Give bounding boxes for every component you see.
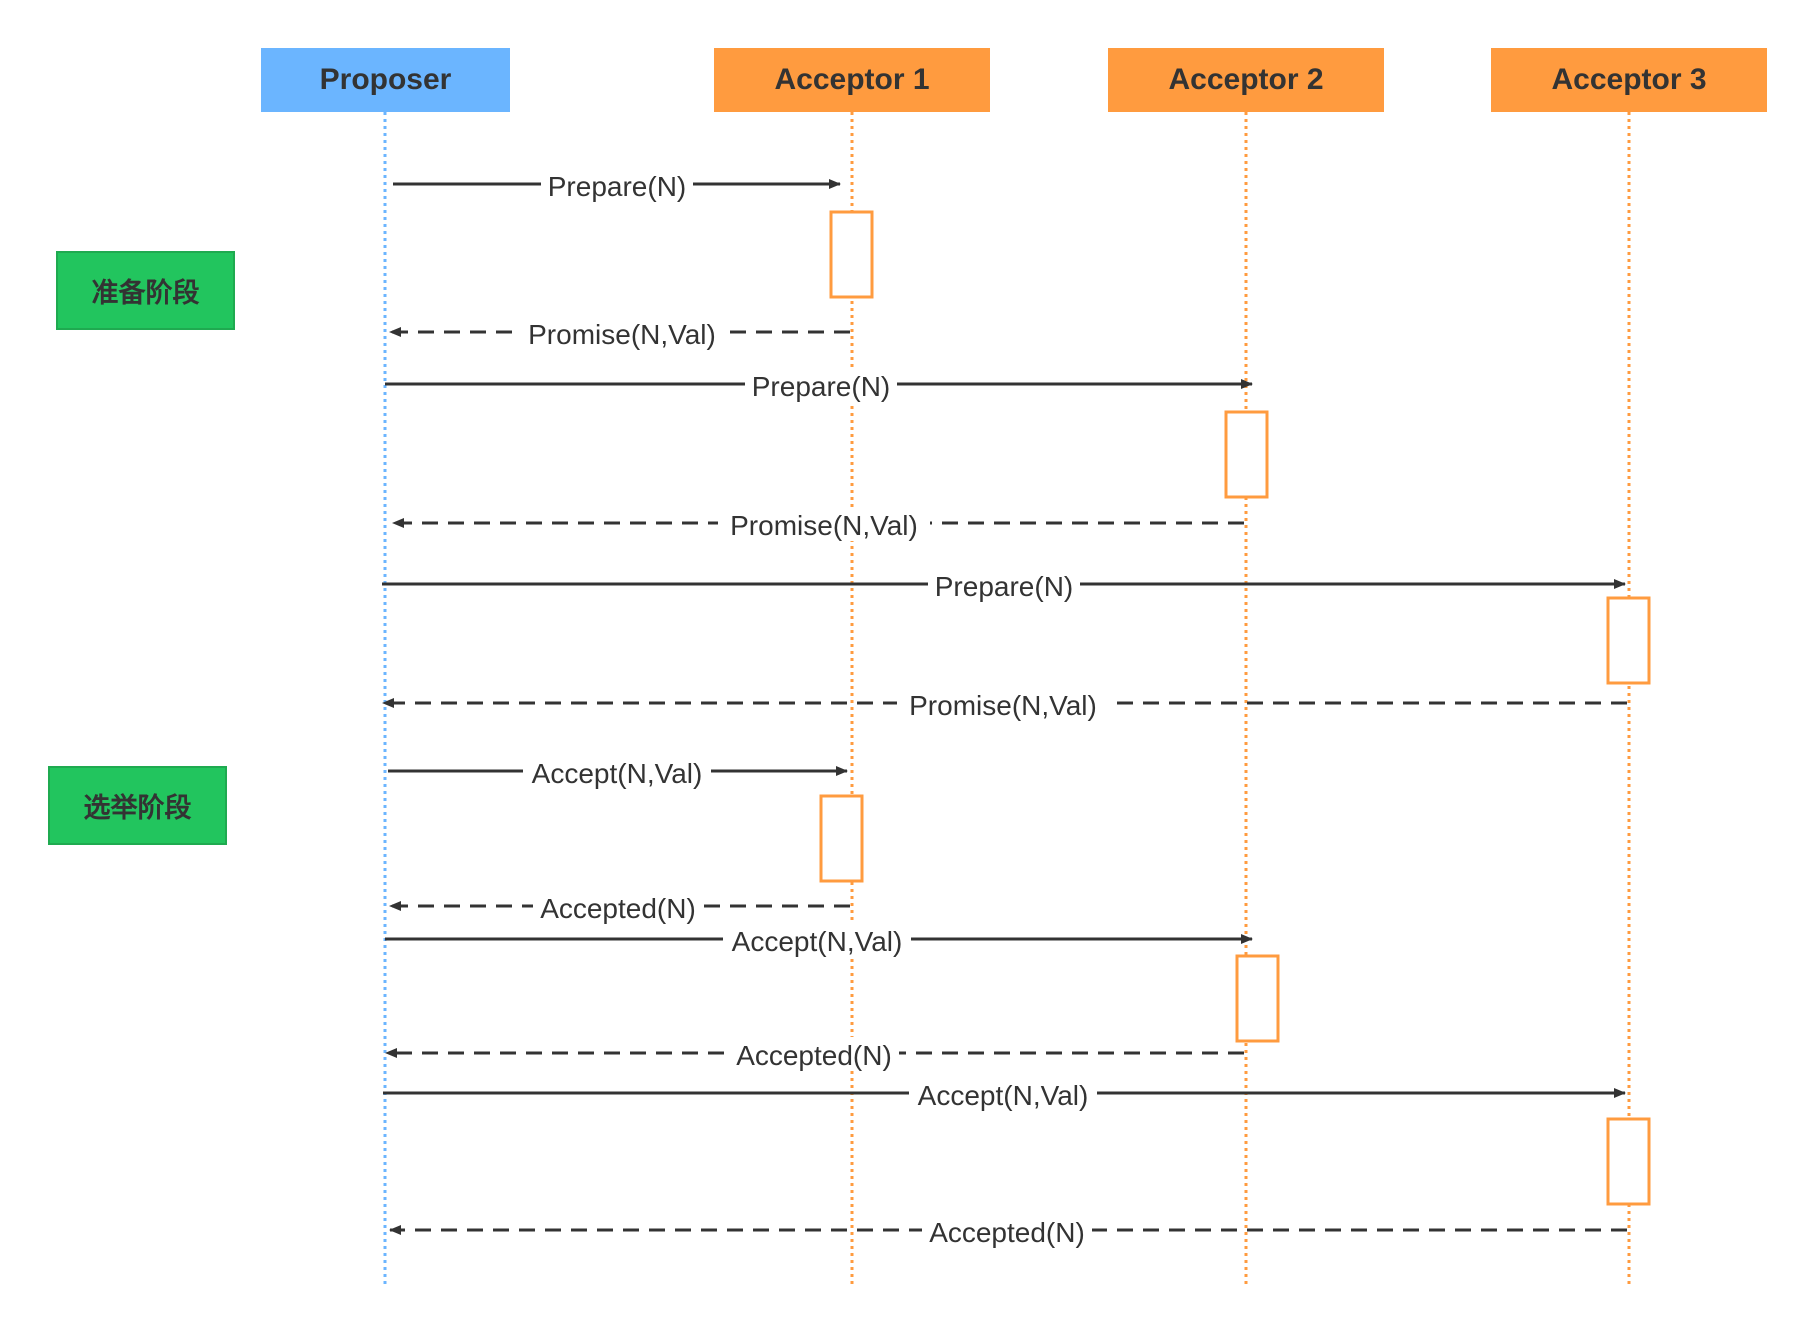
message-label: Accepted(N): [736, 1040, 892, 1071]
message-label: Accept(N,Val): [532, 758, 703, 789]
message-label-bg: [523, 755, 711, 789]
participant-proposer-label: Proposer: [319, 63, 452, 96]
participant-proposer: Proposer: [261, 48, 510, 112]
activation-box: [829, 210, 874, 299]
message-label-bg: [922, 1214, 1092, 1248]
message-label: Accept(N,Val): [732, 926, 903, 957]
activation-box: [1224, 410, 1269, 499]
message-label: Promise(N,Val): [528, 319, 716, 350]
phase-election-label: 选举阶段: [83, 793, 192, 824]
activation-box: [1235, 954, 1280, 1043]
message-label: Prepare(N): [548, 171, 686, 202]
message-label: Promise(N,Val): [730, 510, 918, 541]
message-label-bg: [909, 1077, 1097, 1111]
phase-prepare-label: 准备阶段: [91, 278, 200, 309]
message-label-bg: [928, 568, 1080, 602]
message-label: Accept(N,Val): [918, 1080, 1089, 1111]
message-label-bg: [541, 168, 693, 202]
message-label-bg: [718, 507, 930, 541]
participant-acceptor-1-label: Acceptor 1: [774, 63, 930, 96]
activation-box: [819, 794, 864, 883]
participant-acceptor-2: Acceptor 2: [1108, 48, 1384, 112]
phase-prepare: 准备阶段: [56, 251, 235, 330]
phase-election: 选举阶段: [48, 766, 227, 845]
message-label: Prepare(N): [752, 371, 890, 402]
participant-acceptor-2-label: Acceptor 2: [1168, 63, 1324, 96]
participant-acceptor-3: Acceptor 3: [1491, 48, 1767, 112]
message-label-bg: [723, 923, 911, 957]
message-label: Prepare(N): [935, 571, 1073, 602]
message-label: Accepted(N): [929, 1217, 1085, 1248]
message-label-bg: [897, 687, 1109, 721]
participant-acceptor-1: Acceptor 1: [714, 48, 990, 112]
participant-acceptor-3-label: Acceptor 3: [1551, 63, 1707, 96]
activation-box: [1606, 596, 1651, 685]
message-label-bg: [533, 890, 703, 924]
message-label: Promise(N,Val): [909, 690, 1097, 721]
message-label: Accepted(N): [540, 893, 696, 924]
message-label-bg: [745, 368, 897, 402]
activation-box: [1606, 1117, 1651, 1206]
message-label-bg: [729, 1037, 899, 1071]
message-label-bg: [516, 316, 728, 350]
